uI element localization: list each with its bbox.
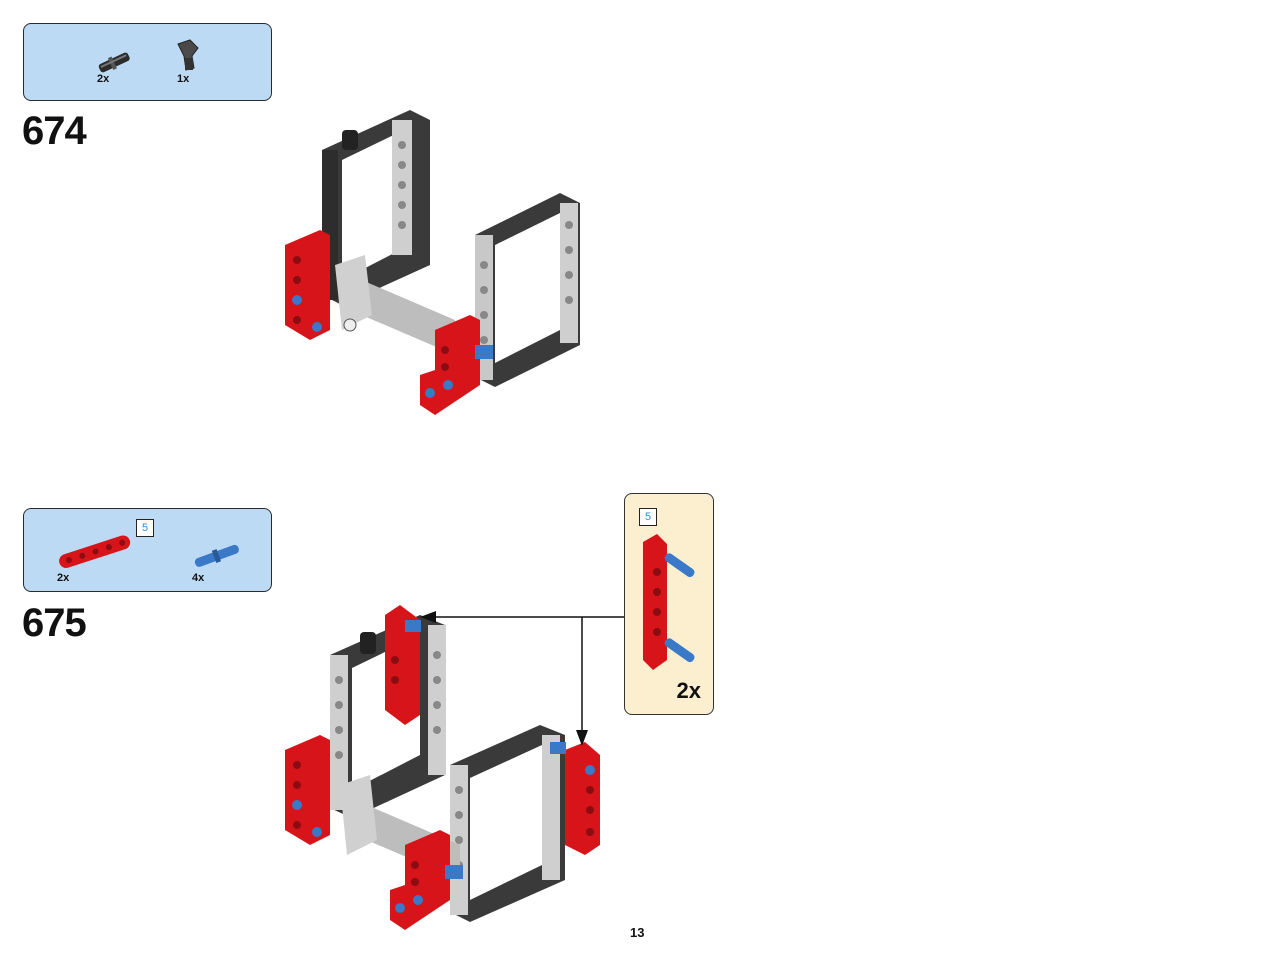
sub-assembly-callout: 5 2x [624,493,714,715]
callout-red-beam-icon [643,534,695,670]
blue-pin-icon [194,544,239,567]
part-qty: 4x [192,572,205,584]
model-illustration-675 [285,605,600,930]
step-number: 675 [22,601,87,645]
part-qty: 2x [57,572,70,584]
parts-list-675: 5 2x 4x [23,508,272,592]
angle-connector-icon [177,39,199,71]
part-qty: 1x [177,73,190,85]
callout-qty: 2x [676,678,701,703]
model-illustration-674 [285,110,580,415]
page-number: 13 [630,925,645,940]
step-number: 674 [22,109,87,153]
length-badge: 5 [639,508,657,526]
black-pin-icon [98,52,130,73]
red-beam-5-icon [59,535,131,569]
part-qty: 2x [97,73,110,85]
parts-list-674: 2x 1x [23,23,272,101]
length-badge: 5 [136,519,154,537]
